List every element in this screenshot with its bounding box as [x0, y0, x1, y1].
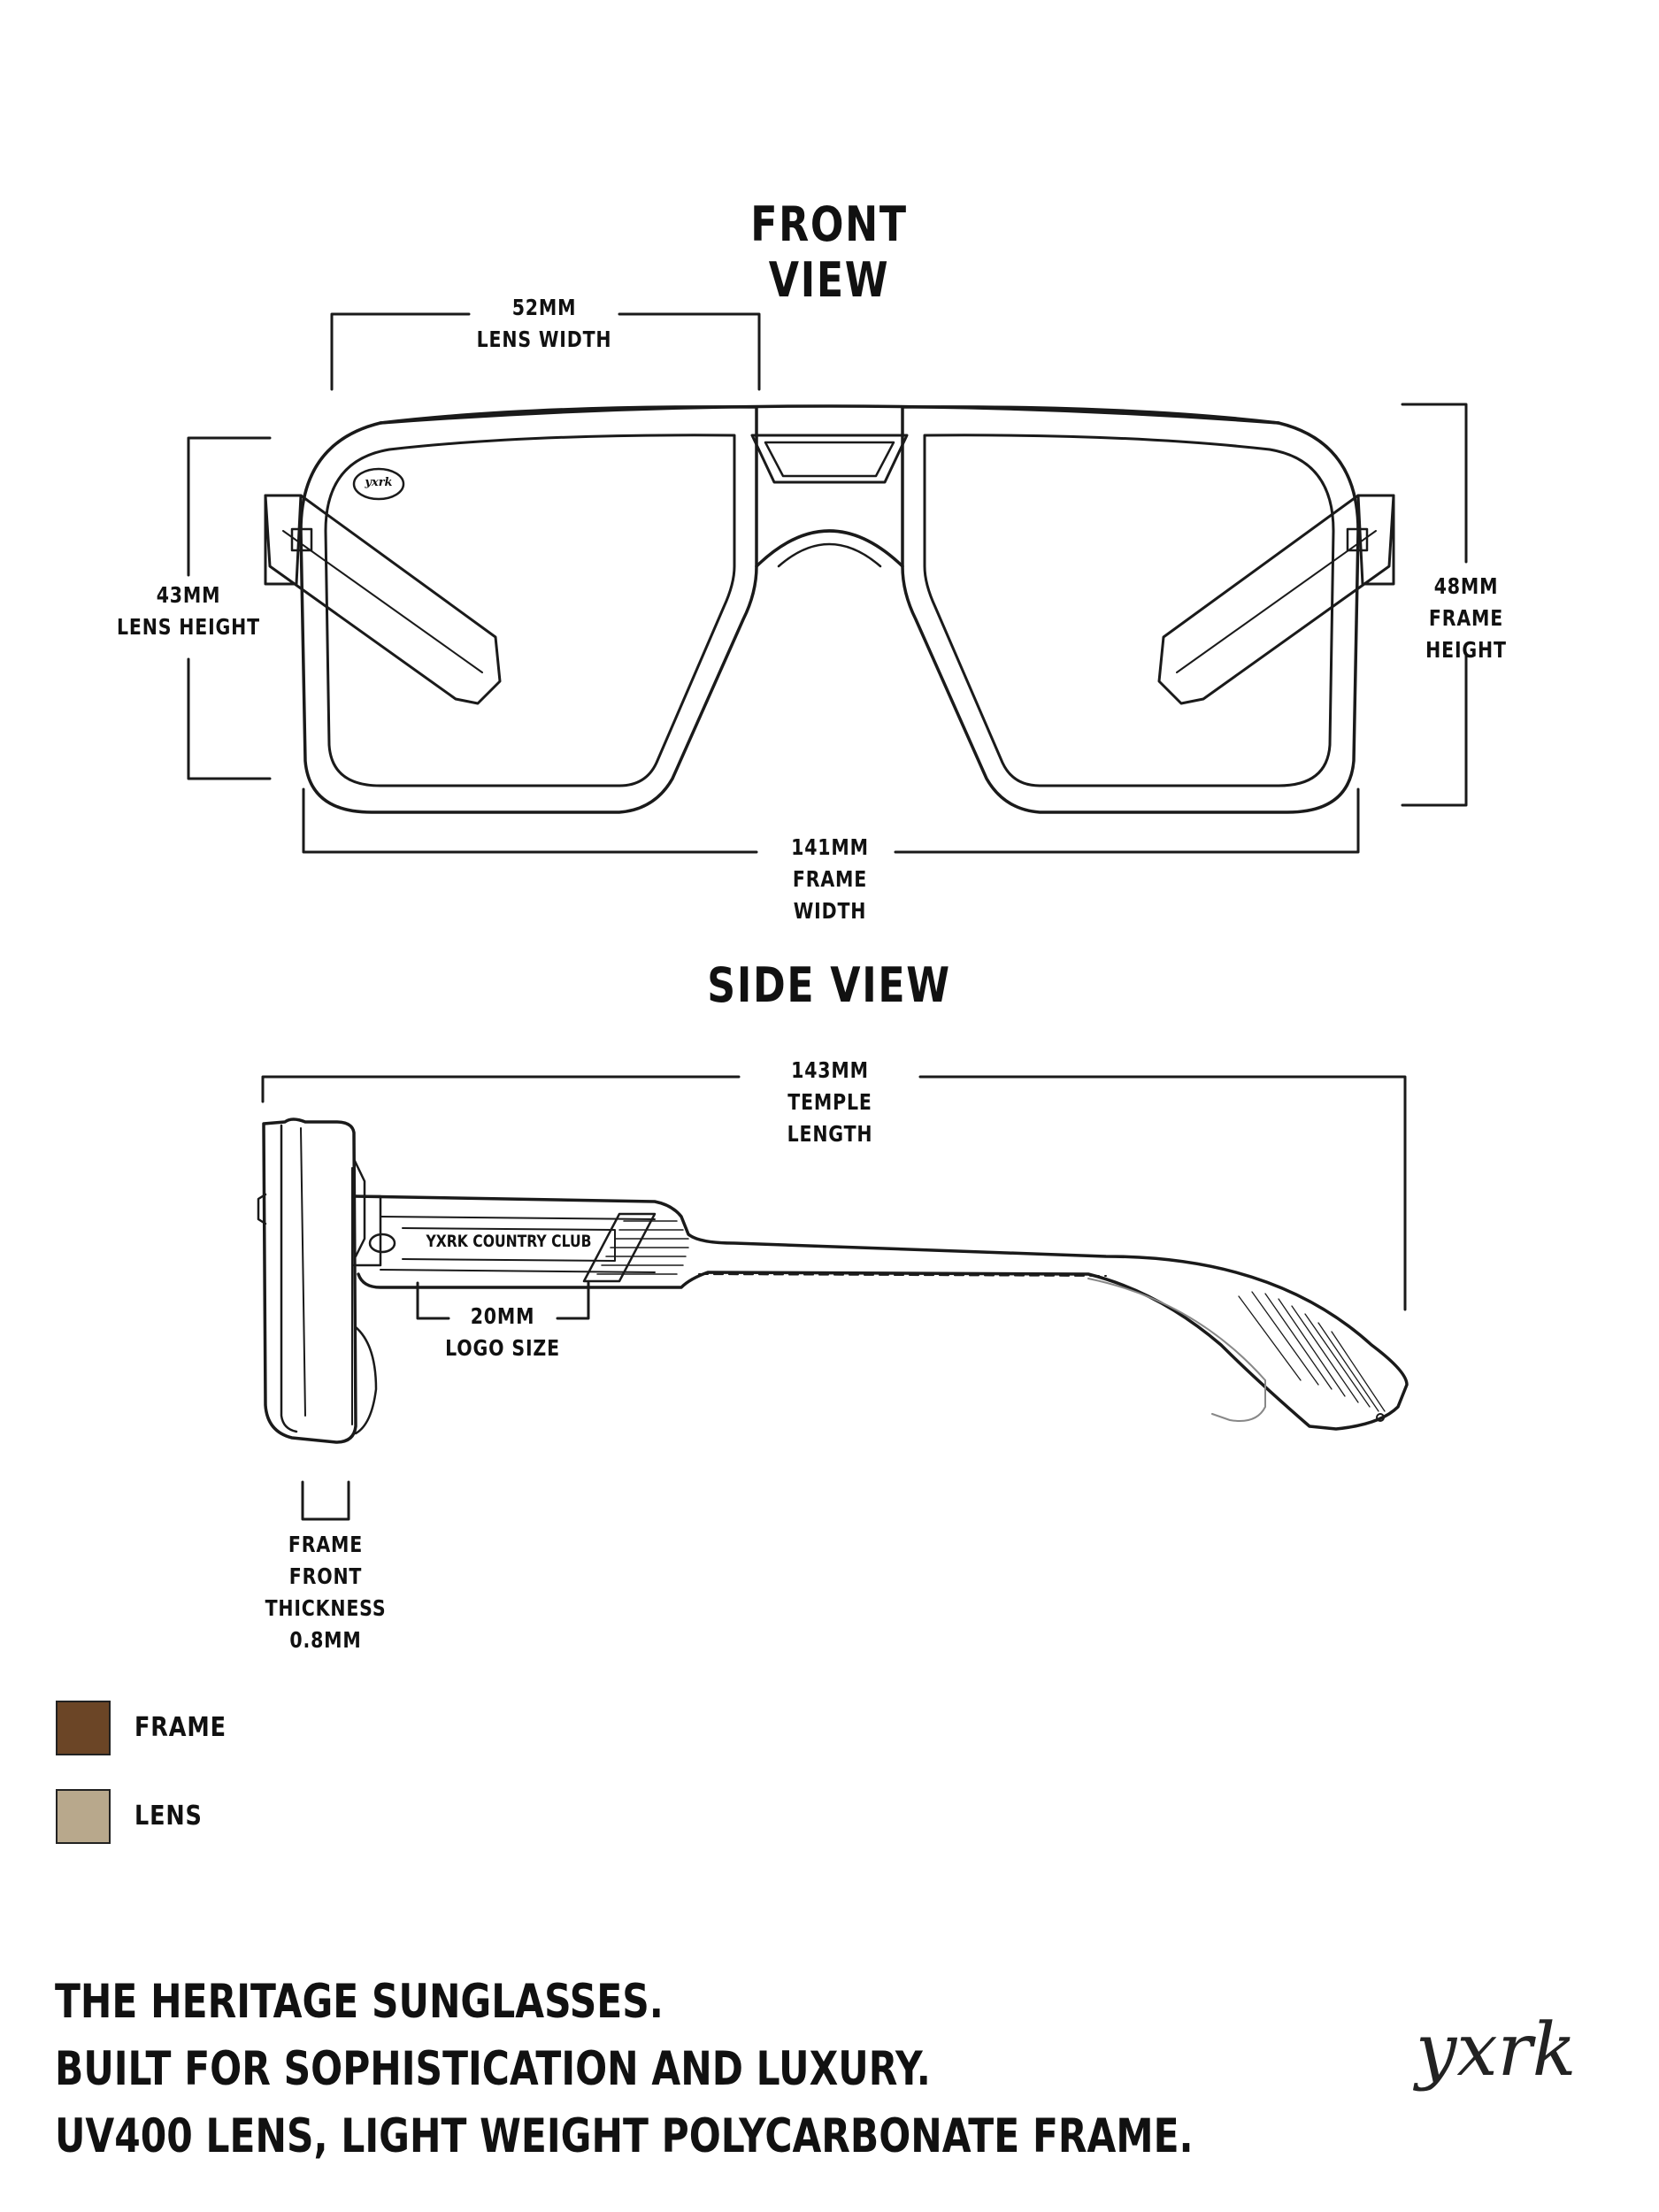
temple-length-value: 143MM — [791, 1057, 869, 1083]
front-view-glasses — [264, 404, 1395, 814]
brand-signature: yxrk — [1416, 2008, 1577, 2093]
lens-logo-oval — [352, 467, 405, 501]
frame-height-label: FRAME HEIGHT — [1425, 605, 1507, 663]
frame-height-value: 48MM — [1433, 573, 1499, 599]
frame-front-thickness-line1: FRAME FRONT — [288, 1532, 364, 1589]
temple-engraving: YXRK COUNTRY CLUB — [426, 1232, 592, 1251]
lens-width-label: LENS WIDTH — [476, 326, 612, 352]
frame-color-swatch — [56, 1701, 111, 1755]
lens-width-dimension: 52MM LENS WIDTH — [465, 292, 624, 356]
frame-front-thickness-dimension: FRAME FRONT THICKNESS 0.8MM — [253, 1529, 398, 1656]
frame-color-label: FRAME — [134, 1712, 227, 1743]
tagline-line-2: BUILT FOR SOPHISTICATION AND LUXURY. — [55, 2042, 931, 2096]
temple-length-label: TEMPLE LENGTH — [787, 1089, 873, 1147]
frame-front-thickness-value: 0.8MM — [289, 1627, 362, 1653]
side-view-heading: SIDE VIEW — [707, 957, 951, 1013]
logo-size-dimension: 20MM LOGO SIZE — [437, 1301, 568, 1364]
temple-length-dimension: 143MM TEMPLE LENGTH — [757, 1055, 902, 1150]
lens-height-label: LENS HEIGHT — [117, 614, 260, 640]
frame-width-dimension: 141MM FRAME WIDTH — [754, 832, 906, 927]
logo-size-value: 20MM — [470, 1303, 535, 1329]
frame-width-label: FRAME WIDTH — [792, 866, 868, 924]
lens-color-label: LENS — [134, 1801, 203, 1832]
lens-height-dimension: 43MM LENS HEIGHT — [116, 580, 261, 643]
lens-logo-text: yxrk — [365, 476, 393, 489]
frame-height-dimension: 48MM FRAME HEIGHT — [1390, 571, 1542, 666]
side-view-dimension-lines — [261, 1075, 1407, 1521]
front-view-heading: FRONT VIEW — [750, 196, 908, 308]
front-view-dimension-lines — [187, 312, 1468, 854]
side-view-glasses — [257, 1118, 1409, 1444]
tagline-line-3: UV400 LENS, LIGHT WEIGHT POLYCARBONATE F… — [55, 2109, 1194, 2163]
frame-front-thickness-line2: THICKNESS — [265, 1595, 387, 1621]
frame-width-value: 141MM — [791, 834, 869, 860]
lens-height-value: 43MM — [156, 582, 221, 608]
lens-color-swatch — [56, 1789, 111, 1844]
lens-width-value: 52MM — [511, 295, 577, 320]
tagline-line-1: THE HERITAGE SUNGLASSES. — [55, 1975, 664, 2029]
logo-size-label: LOGO SIZE — [445, 1335, 560, 1361]
